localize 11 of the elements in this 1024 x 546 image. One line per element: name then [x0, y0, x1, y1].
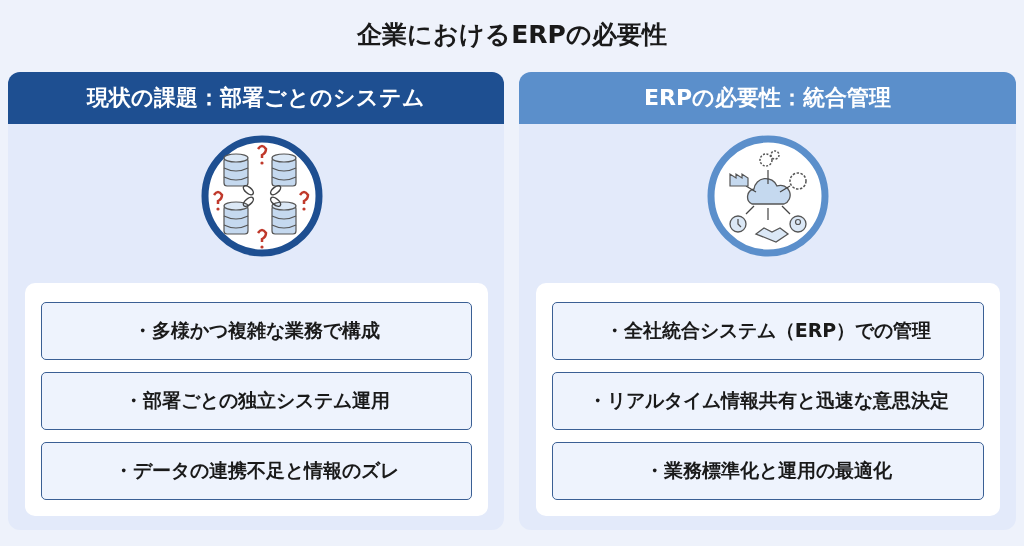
item-box: ・多様かつ複雑な業務で構成 [41, 302, 472, 360]
item-box: ・データの連携不足と情報のズレ [41, 442, 472, 500]
item-box: ・部署ごとの独立システム運用 [41, 372, 472, 430]
panel-header: 現状の課題：部署ごとのシステム [8, 72, 504, 124]
item-box: ・業務標準化と運用の最適化 [552, 442, 984, 500]
panel [8, 72, 504, 530]
item-box: ・リアルタイム情報共有と迅速な意思決定 [552, 372, 984, 430]
panel-header: ERPの必要性：統合管理 [519, 72, 1016, 124]
item-box: ・全社統合システム（ERP）での管理 [552, 302, 984, 360]
panel [519, 72, 1016, 530]
title: 企業におけるERPの必要性 [356, 19, 668, 51]
